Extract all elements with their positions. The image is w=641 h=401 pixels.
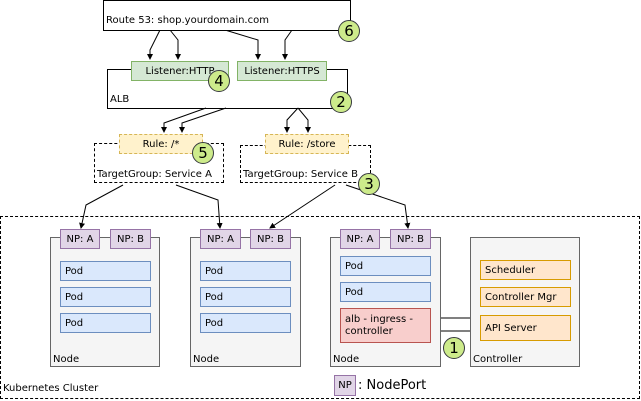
- target-group-a-label: TargetGroup: Service A: [97, 169, 212, 180]
- node-2-pod: Pod: [200, 313, 291, 333]
- cluster-label: Kubernetes Cluster: [3, 383, 99, 394]
- node-1-pod: Pod: [60, 313, 151, 333]
- controller-label: Controller: [473, 354, 523, 365]
- node-1-nodeport-a: NP: A: [60, 229, 100, 249]
- listener-https: Listener:HTTPS: [237, 61, 327, 81]
- node-1-pod: Pod: [60, 287, 151, 307]
- controller-manager: Controller Mgr: [480, 287, 571, 307]
- node-2-nodeport-b: NP: B: [250, 229, 291, 249]
- node-3-nodeport-a: NP: A: [340, 229, 380, 249]
- node-2-pod: Pod: [200, 261, 291, 281]
- route53-box: Route 53: shop.yourdomain.com: [103, 0, 351, 31]
- alb-top-edge: [107, 69, 348, 70]
- node-1-nodeport-b: NP: B: [110, 229, 151, 249]
- step-badge-4: 4: [208, 70, 230, 92]
- target-group-b-label: TargetGroup: Service B: [243, 169, 358, 180]
- alb-label: ALB: [110, 94, 130, 105]
- listener-http: Listener:HTTP: [131, 61, 229, 81]
- api-server: API Server: [480, 315, 571, 341]
- step-badge-3: 3: [358, 173, 380, 195]
- node-2-nodeport-a: NP: A: [200, 229, 241, 249]
- rule-b: Rule: /store: [265, 134, 349, 154]
- rule-a: Rule: /*: [119, 134, 203, 154]
- step-badge-5: 5: [192, 142, 214, 164]
- alb-ingress-controller: alb - ingress - controller: [340, 308, 431, 343]
- alb-box: ALB: [107, 69, 348, 109]
- node-2-pod: Pod: [200, 287, 291, 307]
- kubernetes-cluster: Kubernetes Cluster: [0, 216, 640, 399]
- alb-ingress-controller-label: alb - ingress - controller: [345, 313, 413, 337]
- node-3-nodeport-b: NP: B: [390, 229, 431, 249]
- step-badge-1: 1: [443, 337, 465, 359]
- legend-nodeport-text: : NodePort: [358, 378, 427, 393]
- node-3-label: Node: [333, 354, 360, 365]
- route53-label: Route 53: shop.yourdomain.com: [106, 15, 269, 26]
- legend-nodeport-swatch: NP: [334, 375, 356, 396]
- step-badge-2: 2: [330, 91, 352, 113]
- node-1-label: Node: [53, 354, 80, 365]
- step-badge-6: 6: [338, 20, 360, 42]
- node-1-pod: Pod: [60, 261, 151, 281]
- node-2-label: Node: [193, 354, 220, 365]
- node-3-pod: Pod: [340, 256, 431, 276]
- scheduler: Scheduler: [480, 260, 571, 280]
- node-3-pod: Pod: [340, 282, 431, 302]
